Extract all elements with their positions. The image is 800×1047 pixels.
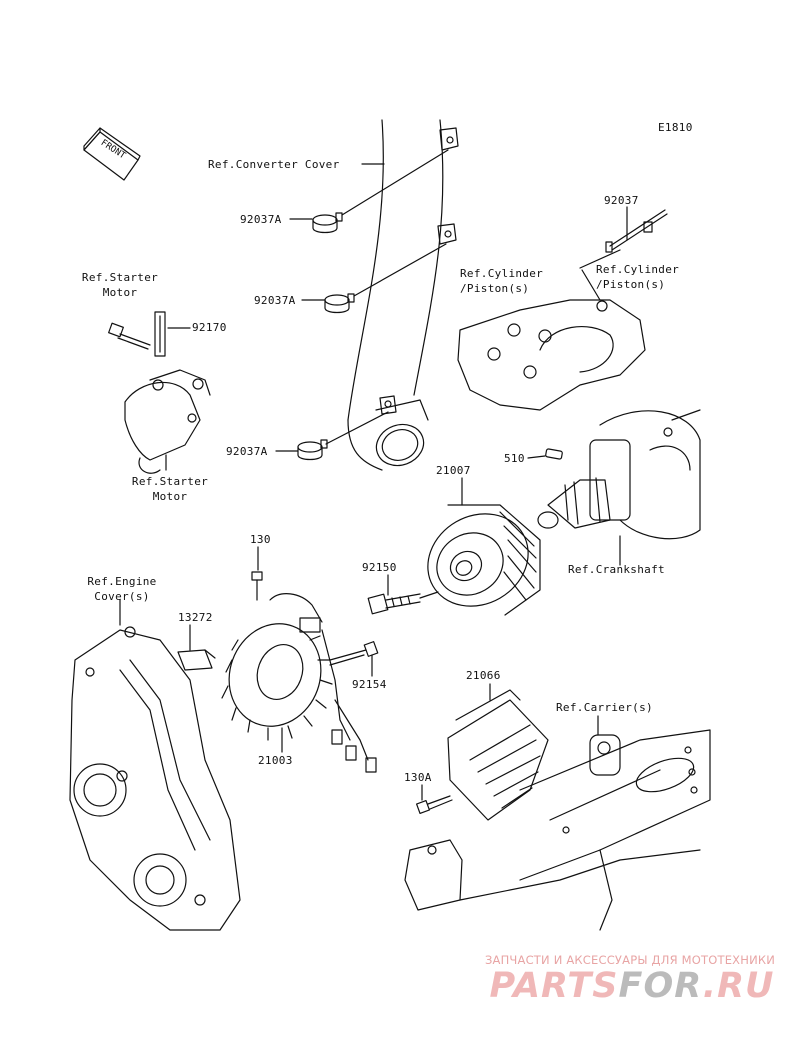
label-ref-engine-cover: Ref.Engine Cover(s) <box>87 575 157 603</box>
converter-duct <box>347 119 459 471</box>
watermark-logo: PARTSFOR.RU <box>482 966 782 1006</box>
watermark-logo-part3: .RU <box>702 966 775 1006</box>
part-number-92170: 92170 <box>192 321 227 334</box>
part-number-92154: 92154 <box>352 678 387 691</box>
rotor-21007 <box>427 504 541 616</box>
label-ref-crankshaft: Ref.Crankshaft <box>568 563 665 576</box>
clamp-92037A-3 <box>297 439 328 461</box>
label-ref-starter-motor-top: Ref.Starter Motor <box>81 271 159 299</box>
bolt-92150 <box>367 593 421 615</box>
label-ref-converter-cover: Ref.Converter Cover <box>208 158 340 171</box>
diagram-code: E1810 <box>658 121 693 134</box>
part-number-130A: 130A <box>404 771 432 784</box>
part-number-92150: 92150 <box>362 561 397 574</box>
stator-21003 <box>221 593 377 773</box>
carrier-frame <box>404 729 711 931</box>
part-number-13272: 13272 <box>178 611 213 624</box>
front-arrow-icon: FRONT <box>83 127 141 181</box>
label-ref-cylinder-left: Ref.Cylinder /Piston(s) <box>460 267 544 295</box>
watermark-logo-part2: FOR <box>618 966 703 1006</box>
regulator-21066 <box>447 689 549 821</box>
label-ref-carrier: Ref.Carrier(s) <box>556 701 653 714</box>
part-number-92037A-2: 92037A <box>254 294 296 307</box>
bolt-130A <box>415 795 453 815</box>
part-number-92037: 92037 <box>604 194 639 207</box>
clamp-92037A-1 <box>312 212 343 234</box>
label-ref-cylinder-right: Ref.Cylinder /Piston(s) <box>596 263 680 291</box>
part-number-92037A-1: 92037A <box>240 213 282 226</box>
bolt-130 <box>251 571 263 601</box>
part-number-21003: 21003 <box>258 754 293 767</box>
bolt-starter <box>108 322 151 350</box>
bracket-13272 <box>177 649 216 671</box>
label-ref-starter-motor-bottom: Ref.Starter Motor <box>131 475 209 503</box>
cylinder-casting <box>457 299 646 411</box>
strap-92170 <box>154 311 166 357</box>
bolt-92154 <box>329 641 379 666</box>
key-510 <box>545 448 563 460</box>
part-number-21066: 21066 <box>466 669 501 682</box>
starter-motor-bracket <box>124 369 211 474</box>
clamp-92037A-2 <box>324 293 355 314</box>
part-number-92037A-3: 92037A <box>226 445 268 458</box>
watermark-subtitle: ЗАПЧАСТИ И АКСЕССУАРЫ ДЛЯ МОТОТЕХНИКИ <box>484 953 776 967</box>
engine-cover <box>69 626 241 931</box>
part-number-510: 510 <box>504 452 525 465</box>
part-number-21007: 21007 <box>436 464 471 477</box>
dowel-92037 <box>605 209 668 253</box>
crankshaft <box>537 409 701 540</box>
part-number-130: 130 <box>250 533 271 546</box>
watermark-logo-part1: PARTS <box>489 966 619 1006</box>
